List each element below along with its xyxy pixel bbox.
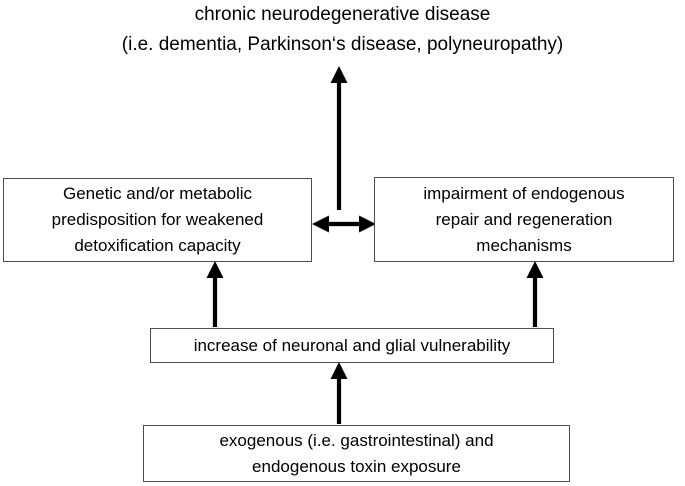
diagram-title: chronic neurodegenerative disease (i.e. … [0, 0, 685, 60]
box-impairment: impairment of endogenous repair and rege… [374, 177, 674, 262]
arrow-up-to-predisposition-icon [206, 261, 224, 327]
arrow-up-to-disease-icon [330, 66, 348, 210]
arrow-up-to-impairment-icon [526, 261, 544, 327]
box-toxin: exogenous (i.e. gastrointestinal) and en… [143, 425, 570, 482]
title-line-2: (i.e. dementia, Parkinson‘s disease, pol… [121, 34, 564, 55]
arrow-double-horizontal-icon [312, 215, 376, 233]
title-line-1: chronic neurodegenerative disease [194, 4, 491, 25]
arrow-up-to-vulnerability-icon [330, 362, 348, 424]
box-predisposition: Genetic and/or metabolic predisposition … [3, 178, 312, 262]
box-vulnerability: increase of neuronal and glial vulnerabi… [150, 328, 554, 363]
